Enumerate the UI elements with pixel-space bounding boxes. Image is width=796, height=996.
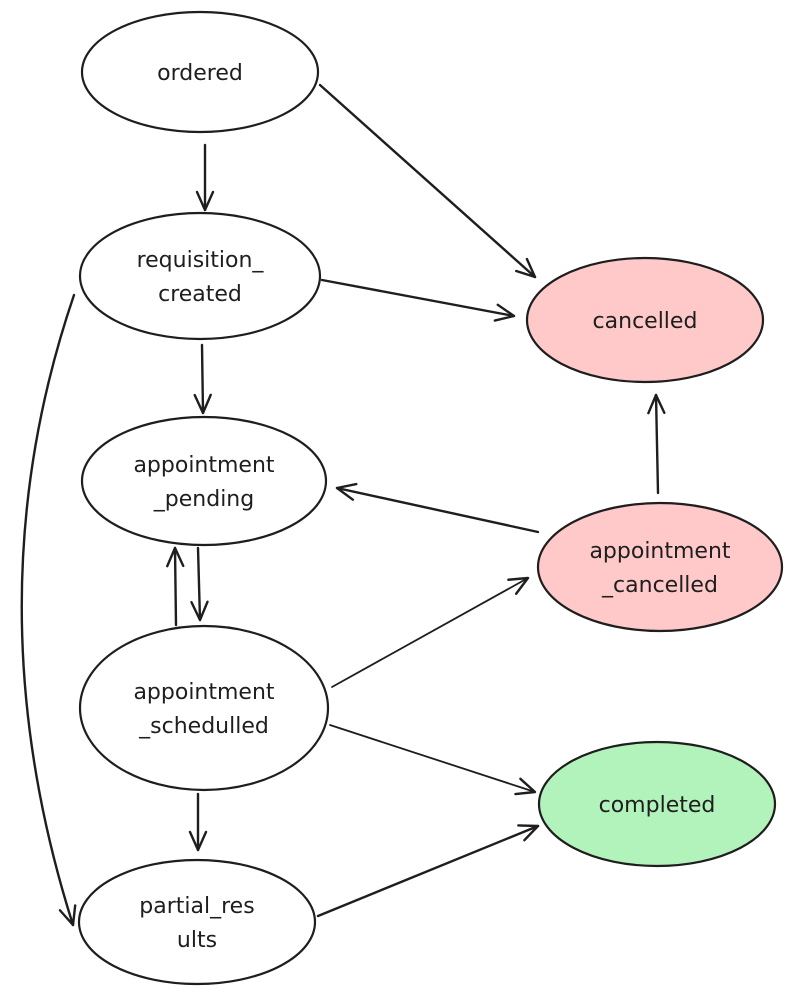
edge-line — [320, 278, 516, 318]
edge-requisition-created-to-cancelled — [320, 278, 516, 322]
node-label: partial_res — [139, 894, 254, 919]
arrow-head-icon — [166, 546, 185, 568]
node-ellipse — [536, 501, 784, 633]
node-ellipse — [80, 415, 328, 547]
node-ellipse — [77, 858, 317, 986]
arrow-head-icon — [517, 824, 540, 842]
node-label: appointment — [589, 539, 730, 564]
arrow-head-icon — [647, 393, 666, 415]
edge-appointment-schedulled-to-completed — [329, 724, 537, 796]
node-label: _pending — [153, 487, 254, 512]
edge-requisition-created-to-appointment-pending — [193, 343, 212, 415]
arrow-head-icon — [493, 303, 516, 322]
arrow-head-icon — [188, 830, 208, 852]
arrow-head-icon — [195, 190, 215, 212]
node-label: appointment — [133, 680, 274, 705]
node-ellipse — [78, 624, 330, 792]
node-ellipse — [78, 211, 322, 341]
node-label: cancelled — [593, 309, 698, 334]
nodes-layer: ordered requisition_created cancelled appoi… — [77, 10, 784, 986]
arrow-head-icon — [58, 904, 77, 927]
arrow-head-icon — [515, 257, 537, 279]
arrow-head-icon — [335, 482, 358, 501]
node-ordered[interactable]: ordered — [80, 10, 320, 134]
node-label: created — [158, 282, 242, 307]
node-ellipse — [537, 740, 777, 868]
edge-appointment-cancelled-to-cancelled — [647, 393, 666, 495]
node-ellipse — [525, 256, 765, 384]
arrow-head-icon — [190, 600, 209, 622]
edge-line — [200, 343, 205, 415]
edge-requisition-created-to-partial-results — [20, 293, 77, 927]
edge-appointment-schedulled-to-appointment-cancelled — [331, 576, 530, 688]
node-ellipse — [80, 10, 320, 134]
edge-line — [654, 393, 660, 495]
edge-line — [196, 546, 202, 622]
edge-line — [173, 546, 178, 627]
node-label: ordered — [157, 61, 243, 86]
arrow-head-icon — [193, 393, 212, 415]
node-label: appointment — [133, 453, 274, 478]
arrow-head-icon — [514, 777, 537, 796]
edge-line — [335, 486, 540, 534]
node-label: _cancelled — [601, 573, 718, 598]
node-requisition-created[interactable]: requisition_created — [78, 211, 322, 341]
edge-appointment-schedulled-to-partial-results — [188, 792, 208, 852]
edge-appointment-pending-to-appointment-schedulled — [190, 546, 209, 622]
edges-layer — [20, 83, 666, 927]
node-appointment-pending[interactable]: appointment _pending — [80, 415, 328, 547]
node-label: requisition_ — [137, 248, 265, 273]
node-completed[interactable]: completed — [537, 740, 777, 868]
edge-appointment-schedulled-to-appointment-pending — [166, 546, 185, 627]
node-label: _schedulled — [138, 714, 269, 739]
edge-ordered-to-cancelled — [318, 83, 537, 279]
edge-partial-results-to-completed — [316, 824, 540, 918]
edge-ordered-to-requisition-created — [195, 143, 215, 212]
edge-line — [20, 293, 76, 927]
edge-line — [329, 724, 536, 793]
node-label: completed — [599, 793, 716, 818]
node-label: ults — [177, 928, 217, 953]
edge-line — [316, 824, 540, 918]
edge-line — [318, 83, 537, 279]
edge-line — [331, 577, 529, 688]
node-appointment-schedulled[interactable]: appointment _schedulled — [78, 624, 330, 792]
node-appointment-cancelled[interactable]: appointment _cancelled — [536, 501, 784, 633]
edge-appointment-cancelled-to-appointment-pending — [335, 482, 540, 534]
arrow-head-icon — [507, 576, 530, 595]
node-cancelled[interactable]: cancelled — [525, 256, 765, 384]
